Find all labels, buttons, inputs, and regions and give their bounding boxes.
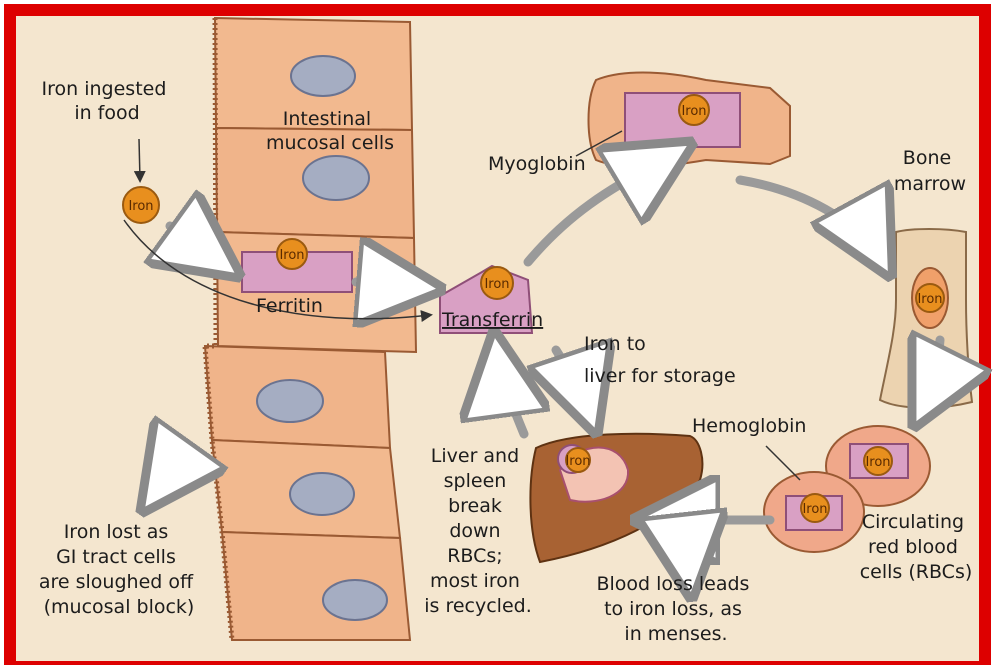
label-line: in food	[74, 102, 139, 124]
label-line: most iron	[430, 570, 520, 592]
intestinal-cell	[222, 532, 410, 640]
label-line: Blood loss leads	[596, 573, 749, 595]
label-line: Liver and	[431, 445, 519, 467]
label-line: break	[448, 495, 502, 517]
label-line: to iron loss, as	[604, 598, 742, 620]
label-line: liver for storage	[584, 365, 736, 387]
label-line: GI tract cells	[56, 546, 176, 568]
label-line: are sloughed off	[39, 571, 194, 593]
label-line: Iron lost as	[64, 521, 169, 543]
hemoglobin-label: Hemoglobin	[692, 415, 806, 437]
iron-label: Iron	[917, 292, 942, 307]
iron-label: Iron	[128, 199, 153, 214]
label-line: spleen	[444, 470, 507, 492]
label-line: cells (RBCs)	[860, 561, 973, 583]
label-line: in menses.	[624, 623, 727, 645]
label-line: Intestinal	[283, 108, 371, 130]
transferrin-label: Transferrin	[441, 309, 543, 331]
cell-nucleus	[323, 580, 387, 620]
label-line: (mucosal block)	[44, 596, 195, 618]
label-line: is recycled.	[424, 595, 532, 617]
label-line: down	[449, 520, 500, 542]
label-line: Iron to	[584, 333, 646, 355]
label-line: mucosal cells	[266, 132, 394, 154]
iron-label: Iron	[565, 454, 590, 469]
cell-nucleus	[303, 156, 369, 200]
label-line: Bone	[903, 147, 951, 169]
myoglobin-label: Myoglobin	[488, 153, 586, 175]
cell-nucleus	[291, 56, 355, 96]
label-line: Circulating	[862, 511, 964, 533]
iron-label: Iron	[484, 277, 509, 292]
ferritin-label: Ferritin	[256, 295, 323, 317]
arrow-ferritin-to-transferrin	[356, 282, 428, 288]
cell-nucleus	[290, 473, 354, 515]
rbc-label: Circulating red blood cells (RBCs)	[860, 511, 973, 583]
label-line: marrow	[894, 173, 966, 195]
iron-label: Iron	[279, 248, 304, 263]
cell-nucleus	[257, 380, 323, 422]
label-line: red blood	[868, 536, 958, 558]
iron-label: Iron	[865, 455, 890, 470]
ingestion-arrow	[139, 139, 140, 180]
label-line: Iron ingested	[42, 78, 167, 100]
iron-label: Iron	[681, 104, 706, 119]
iron-label: Iron	[802, 502, 827, 517]
label-line: RBCs;	[447, 545, 502, 567]
